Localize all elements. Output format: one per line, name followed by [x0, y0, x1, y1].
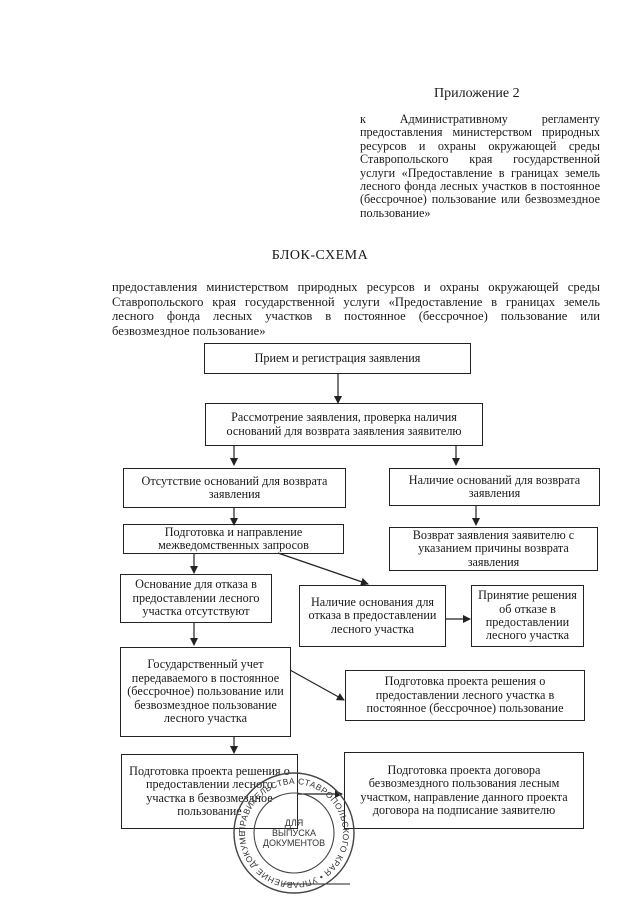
- stamp-line-1: ДЛЯ: [284, 818, 304, 828]
- box-free-use-draft: Подготовка проекта решения о предоставле…: [121, 754, 298, 829]
- document-heading: БЛОК-СХЕМА: [271, 248, 369, 263]
- intro-paragraph: предоставления министерством природных р…: [112, 280, 600, 338]
- official-stamp: ПРАВИТЕЛЬСТВА СТАВРОПОЛЬСКОГО КРАЯ • УПР…: [227, 762, 357, 896]
- box-refusal-decision-label: Принятие решения об отказе в предоставле…: [478, 588, 577, 643]
- box-no-return-grounds: Отсутствие оснований для возврата заявле…: [123, 468, 346, 508]
- box-receive: Прием и регистрация заявления: [204, 343, 471, 374]
- box-no-return-grounds-label: Отсутствие оснований для возврата заявле…: [141, 473, 328, 501]
- arrow-to-refusal-grounds: [277, 552, 369, 586]
- box-refusal-grounds: Наличие основания для отказа в предостав…: [299, 585, 446, 647]
- box-no-refusal-grounds-label: Основание для отказа в предоставлении ле…: [132, 577, 260, 619]
- box-permanent-use-draft: Подготовка проекта решения о предоставле…: [345, 670, 585, 721]
- appendix-text: к Административному регламенту предостав…: [360, 112, 600, 220]
- box-review-label: Рассмотрение заявления, проверка наличия…: [226, 410, 462, 438]
- box-no-refusal-grounds: Основание для отказа в предоставлении ле…: [120, 574, 272, 623]
- box-return-to-applicant: Возврат заявления заявителю с указанием …: [389, 527, 598, 571]
- box-state-registration-label: Государственный учет передаваемого в пос…: [127, 657, 284, 726]
- box-refusal-decision: Принятие решения об отказе в предоставле…: [471, 585, 584, 647]
- box-state-registration: Государственный учет передаваемого в пос…: [120, 647, 291, 737]
- stamp-center: ДЛЯ ВЫПУСКА ДОКУМЕНТОВ: [231, 770, 357, 896]
- stamp-rings: ПРАВИТЕЛЬСТВА СТАВРОПОЛЬСКОГО КРАЯ • УПР…: [227, 762, 355, 894]
- box-refusal-grounds-label: Наличие основания для отказа в предостав…: [308, 594, 437, 636]
- stamp-line-3: ДОКУМЕНТОВ: [262, 838, 326, 848]
- box-interagency: Подготовка и направление межведомственны…: [123, 524, 344, 554]
- box-return-grounds: Наличие оснований для возврата заявления: [389, 468, 600, 506]
- box-review: Рассмотрение заявления, проверка наличия…: [205, 403, 483, 446]
- stamp-line-2: ВЫПУСКА: [272, 828, 316, 838]
- box-interagency-label: Подготовка и направление межведомственны…: [158, 524, 309, 552]
- box-permanent-use-draft-label: Подготовка проекта решения о предоставле…: [366, 674, 564, 716]
- box-free-use-draft-label: Подготовка проекта решения о предоставле…: [129, 763, 290, 818]
- box-contract-draft-label: Подготовка проекта договора безвозмездно…: [360, 762, 568, 817]
- appendix-title: Приложение 2: [434, 86, 520, 101]
- arrow-to-permanent-draft: [289, 669, 345, 701]
- box-receive-label: Прием и регистрация заявления: [254, 350, 421, 365]
- box-contract-draft: Подготовка проекта договора безвозмездно…: [344, 752, 584, 829]
- box-return-grounds-label: Наличие оснований для возврата заявления: [408, 472, 581, 500]
- box-return-to-applicant-label: Возврат заявления заявителю с указанием …: [412, 527, 575, 569]
